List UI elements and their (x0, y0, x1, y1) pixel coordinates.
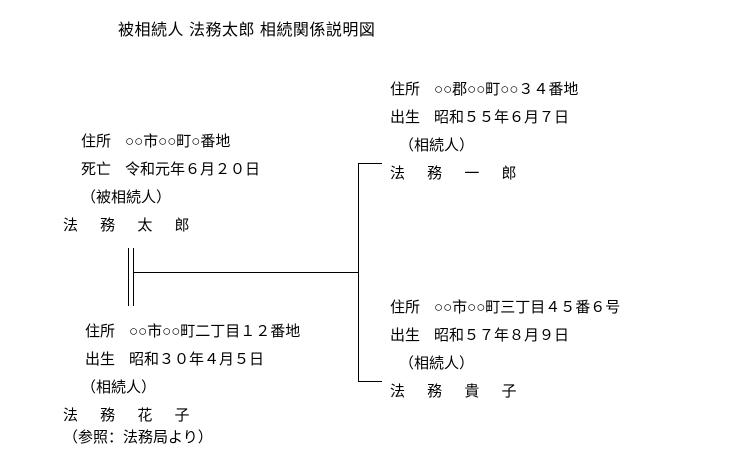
child-first-birth-label: 出生 (390, 109, 421, 126)
marriage-line-left-stroke (128, 248, 129, 306)
decedent-role: （被相続人） (81, 189, 172, 206)
child-first-birth-line: 出生昭和５５年６月７日 (390, 104, 578, 132)
child-first-birth-value: 昭和５５年６月７日 (434, 109, 570, 126)
branch-line-to-second-child (358, 381, 382, 382)
decedent-address-value: ○○市○○町○番地 (125, 133, 231, 150)
child-second-address-line: 住所 ○○市○○町三丁目４５番６号 (390, 294, 620, 322)
child-second-birth-line: 出生昭和５７年８月９日 (390, 322, 620, 350)
child-first-address-value: ○○郡○○町○○３４番地 (434, 81, 579, 98)
child-second-address-label: 住所 (390, 299, 421, 316)
child-first-name: 法 務 一 郎 (390, 165, 526, 182)
spouse-address-label: 住所 (85, 323, 116, 340)
child-first-role: （相続人） (399, 137, 475, 154)
child-second-birth-value: 昭和５７年８月９日 (434, 327, 570, 344)
spouse-name: 法 務 花 子 (63, 407, 199, 424)
person-block-child-first: 住所 ○○郡○○町○○３４番地 出生昭和５５年６月７日 （相続人） 法 務 一 郎 (390, 76, 578, 188)
marriage-line-right-stroke (133, 248, 134, 306)
decedent-name: 法 務 太 郎 (63, 217, 199, 234)
spouse-address-value: ○○市○○町二丁目１２番地 (129, 323, 301, 340)
decedent-death-line: 死亡令和元年６月２０日 (81, 156, 260, 184)
spouse-birth-value: 昭和３０年４月５日 (129, 351, 265, 368)
spouse-birth-label: 出生 (85, 351, 116, 368)
child-second-birth-label: 出生 (390, 327, 421, 344)
child-first-address-line: 住所 ○○郡○○町○○３４番地 (390, 76, 578, 104)
child-second-role: （相続人） (399, 355, 475, 372)
page-title: 被相続人 法務太郎 相続関係説明図 (118, 22, 376, 39)
child-second-address-value: ○○市○○町三丁目４５番６号 (434, 299, 621, 316)
person-block-spouse: 住所 ○○市○○町二丁目１２番地 出生昭和３０年４月５日 （相続人） 法 務 花 … (63, 318, 300, 430)
spouse-birth-line: 出生昭和３０年４月５日 (85, 346, 300, 374)
sibling-bracket-line (358, 163, 359, 382)
source-footnote: （参照：法務局より） (63, 430, 213, 446)
descent-trunk-line (134, 272, 359, 273)
person-block-child-second: 住所 ○○市○○町三丁目４５番６号 出生昭和５７年８月９日 （相続人） 法 務 貴… (390, 294, 620, 406)
child-second-name: 法 務 貴 子 (390, 383, 526, 400)
decedent-address-label: 住所 (81, 133, 112, 150)
decedent-death-label: 死亡 (81, 161, 112, 178)
child-first-address-label: 住所 (390, 81, 421, 98)
decedent-death-value: 令和元年６月２０日 (125, 161, 261, 178)
person-block-decedent: 住所 ○○市○○町○番地 死亡令和元年６月２０日 （被相続人） 法 務 太 郎 (63, 128, 260, 240)
spouse-address-line: 住所 ○○市○○町二丁目１２番地 (85, 318, 300, 346)
spouse-role: （相続人） (81, 379, 157, 396)
branch-line-to-first-child (358, 163, 382, 164)
decedent-address-line: 住所 ○○市○○町○番地 (81, 128, 260, 156)
